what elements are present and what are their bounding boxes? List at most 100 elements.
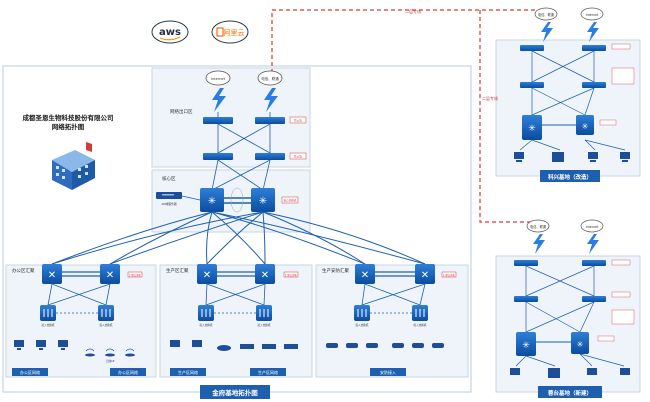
agg-switch: ✕ [355,264,375,284]
access-label: 接入交换机 [200,323,213,327]
access-bar-monitor: 安防接入 [370,368,406,376]
router-icon [582,260,606,266]
svg-text:✳: ✳ [208,196,216,207]
core-label: 核心区 [162,175,176,182]
server-icon [548,368,560,378]
firewall-note: 防火墙 [294,155,302,159]
camera-icon [326,343,338,348]
camera-icon [346,343,358,348]
access-bar-office-2: 办公区网络 [110,368,146,376]
pc-icon [170,340,180,347]
diagram-title: 网络拓扑图 [52,122,85,131]
pc-icon [514,152,524,159]
svg-text:蓉台基地（新建）: 蓉台基地（新建） [548,389,592,397]
agg-switch: ✕ [415,264,435,284]
router-icon [582,45,606,51]
lightning-icon [264,88,278,112]
ad-server-icon [156,192,182,199]
firewall-icon [203,153,233,160]
note-box [289,116,307,124]
stack-ring [230,187,244,213]
firewall-note: 防火墙 [294,119,302,123]
camera-icon [366,343,378,348]
svg-text:Internet: Internet [586,13,599,17]
ap-icon [125,353,135,357]
svg-text:aws: aws [159,27,181,38]
access-bar-office: 办公区网络 [12,368,48,376]
core-switch-right: ✳ [251,188,275,212]
internet-exit-label: 网络出口区 [170,108,193,115]
leased-line-top [271,9,547,80]
agg-switch: ✕ [255,264,275,284]
access-label: 接入交换机 [258,323,271,327]
company-name: 成都圣恩生物科技股份有限公司 [23,113,114,122]
leased-top-label: 二层专线 [405,8,421,14]
prod-monitor-label: 生产安防汇聚 [322,267,349,274]
svg-text:办公区网络: 办公区网络 [118,369,138,375]
aws-logo: aws [151,20,189,44]
production-zone [159,264,313,378]
lightning-icon [587,234,599,254]
pc-icon [58,340,68,347]
aliyun-logo: 阿里云 [211,20,249,44]
rongtai-cloud-right: Internet [580,219,604,233]
router-icon [514,260,538,266]
svg-text:✳: ✳ [522,341,530,351]
camera-icon [412,343,424,348]
lightning-icon [533,234,545,254]
agg-switch: ✕ [197,264,217,284]
agg-note: 汇聚交换机 [285,273,298,277]
svg-text:✳: ✳ [528,124,536,134]
access-bar-production-2: 生产区网络 [250,368,286,376]
svg-text:电信、联通: 电信、联通 [530,224,547,229]
nas-icon [262,344,276,349]
kexing-cloud-right: Internet [580,7,604,21]
svg-text:安防接入: 安防接入 [380,369,396,375]
svg-text:生产区网络: 生产区网络 [258,369,278,375]
access-bar-production: 生产区网络 [170,368,206,376]
rongtai-cloud-left: 电信、联通 [526,219,550,233]
core-note: 核心交换机 [284,199,297,203]
svg-text:✳: ✳ [582,122,589,131]
device-icon [217,345,231,351]
pc-icon [14,340,24,347]
office-label: 办公区汇聚 [12,267,35,274]
pc-icon [620,152,630,159]
svg-text:✕: ✕ [106,270,114,281]
exit-links [211,112,271,191]
leased-side-label: 二层专线 [482,95,498,101]
svg-text:✕: ✕ [361,270,369,281]
jinfu-title: 金府基地拓扑图 [200,385,270,399]
lightning-icon [541,22,553,42]
router-icon [255,117,285,124]
firewall-icon [582,296,606,302]
prod-monitor-zone [315,264,469,378]
access-label: 接入交换机 [414,323,427,327]
svg-text:Internet: Internet [586,225,599,229]
svg-text:生产区网络: 生产区网络 [178,369,198,375]
router-icon [203,117,233,124]
rongtai-core-left: ✳ [516,332,536,356]
kexing-title: 科兴基地（改造） [540,170,600,182]
internet-cloud-left: Internet [205,70,231,86]
svg-text:科兴基地（改造）: 科兴基地（改造） [548,173,592,181]
building-icon [52,142,95,190]
pc-icon [587,368,597,375]
nas-icon [284,344,298,349]
firewall-icon [514,296,538,302]
pc-icon [36,340,46,347]
svg-text:阿里云: 阿里云 [224,28,245,37]
agg-switch: ✕ [42,264,62,284]
lightning-icon [212,88,226,112]
firewall-icon [520,82,544,88]
kexing-cloud-left: 电信、联通 [534,7,558,21]
kexing-core-left: ✳ [522,115,542,140]
svg-text:电信、联通: 电信、联通 [538,12,555,17]
agg-note: 汇聚交换机 [443,273,456,277]
pc-icon [192,340,202,347]
firewall-icon [255,153,285,160]
ap-icon [85,353,95,357]
note-box [289,152,307,160]
svg-text:✕: ✕ [421,270,429,281]
